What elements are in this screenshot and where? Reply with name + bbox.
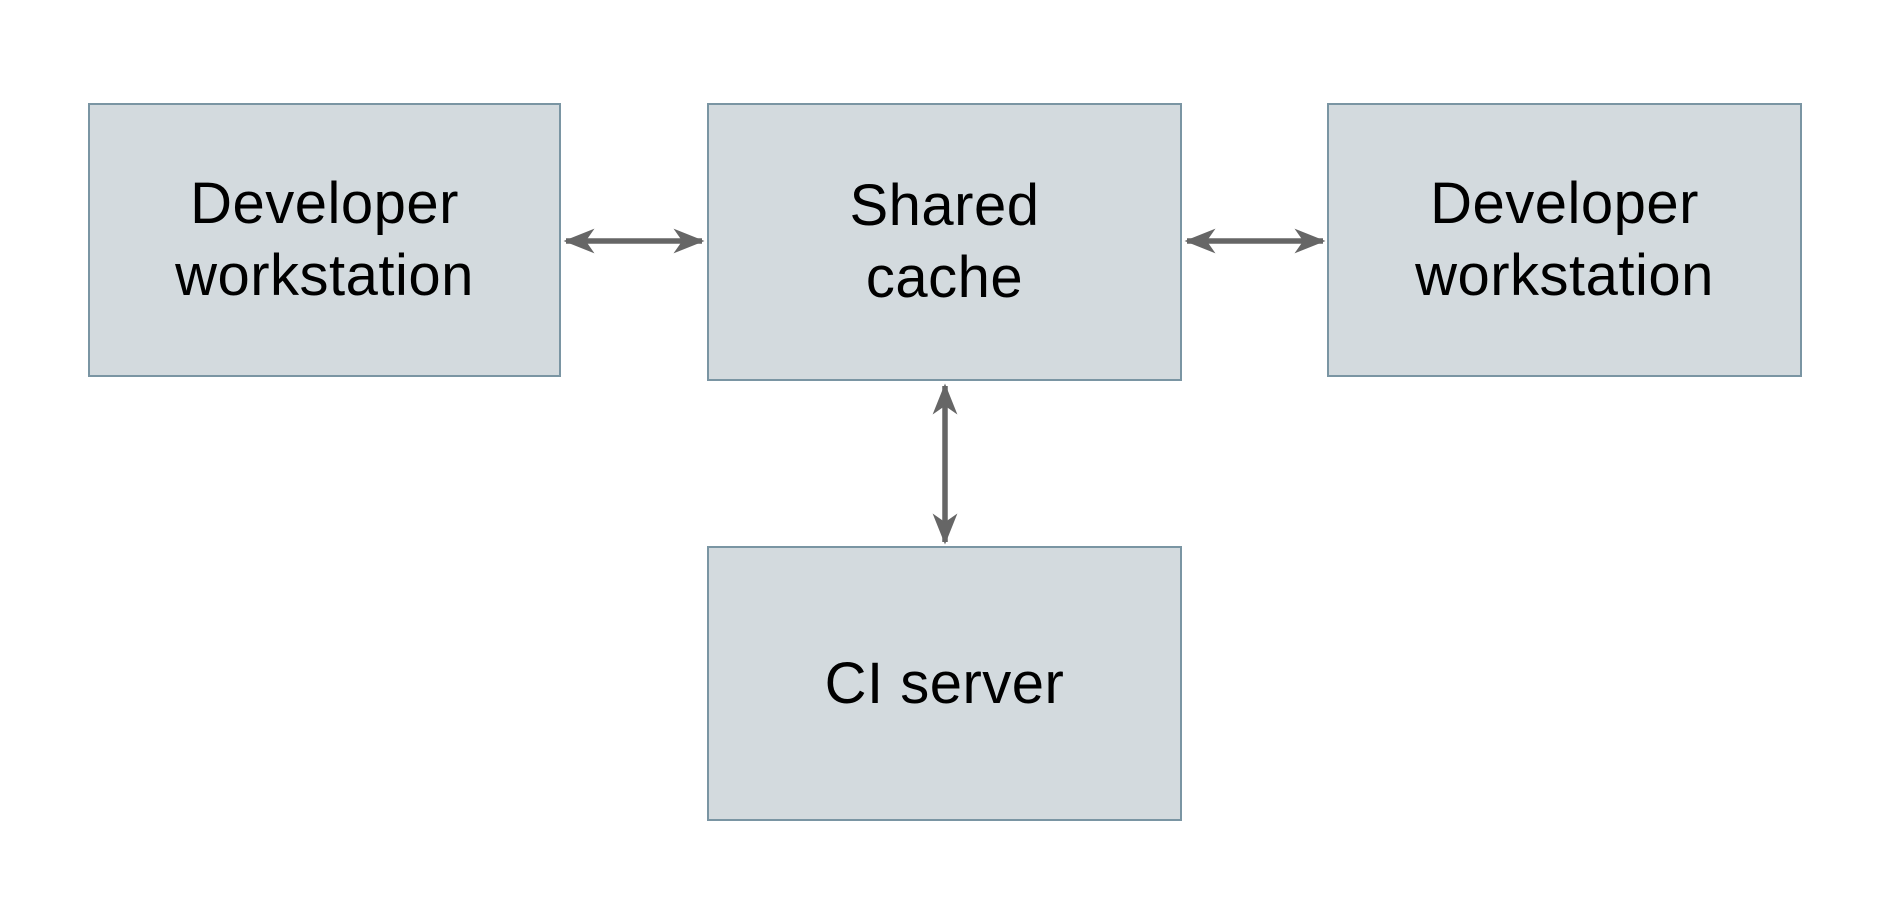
node-label: CI server	[824, 650, 1065, 716]
node-shared-cache: Shared cache	[707, 103, 1182, 381]
node-ci-server: CI server	[707, 546, 1182, 821]
node-developer-workstation-right: Developer workstation	[1327, 103, 1802, 377]
bidirectional-arrow-left-icon	[563, 228, 705, 254]
node-developer-workstation-left: Developer workstation	[88, 103, 561, 377]
bidirectional-arrow-right-icon	[1184, 228, 1326, 254]
node-label: Developer workstation	[175, 171, 474, 308]
bidirectional-arrow-vertical-icon	[932, 383, 958, 545]
node-label: Shared cache	[849, 173, 1040, 310]
node-label: Developer workstation	[1415, 171, 1714, 308]
